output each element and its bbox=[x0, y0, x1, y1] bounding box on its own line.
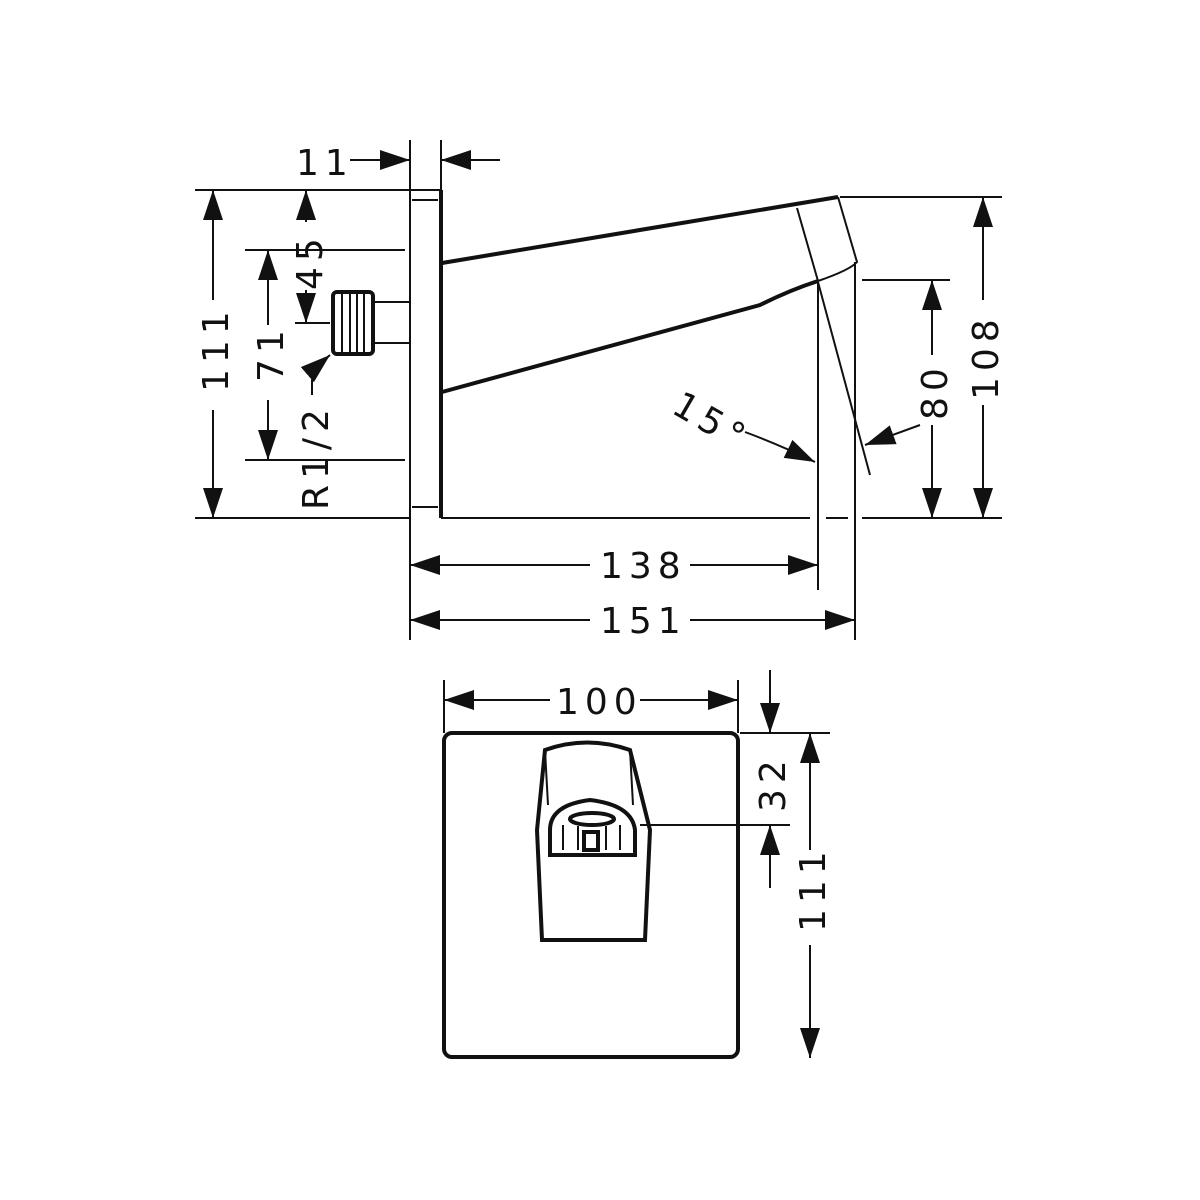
wall-plate-front bbox=[442, 731, 740, 1059]
dim-wall-plate-depth: 11 bbox=[296, 143, 354, 184]
connection-nut bbox=[331, 290, 410, 356]
dim-total-projection: 151 bbox=[600, 601, 687, 642]
dim-outlet-height: 80 bbox=[915, 362, 956, 420]
spout-front bbox=[534, 740, 653, 942]
spout-body bbox=[441, 195, 859, 394]
thread-size: R1/2 bbox=[296, 403, 337, 510]
dim-connection-spacing: 71 bbox=[251, 324, 292, 382]
dim-outlet-offset: 32 bbox=[753, 754, 794, 812]
dim-angle: 15° bbox=[666, 384, 757, 460]
dim-front-height: 111 bbox=[793, 845, 834, 932]
dim-spout-height: 108 bbox=[966, 313, 1007, 400]
front-view: 100 32 111 bbox=[442, 670, 834, 1059]
dim-front-width: 100 bbox=[556, 682, 643, 723]
dim-total-height: 111 bbox=[196, 305, 237, 392]
wall-plate bbox=[409, 189, 443, 518]
dim-connection-offset: 45 bbox=[290, 232, 331, 290]
side-view: 11 111 45 71 R1/2 15° 80 108 bbox=[195, 140, 1007, 642]
dim-projection-to-outlet: 138 bbox=[600, 546, 687, 587]
